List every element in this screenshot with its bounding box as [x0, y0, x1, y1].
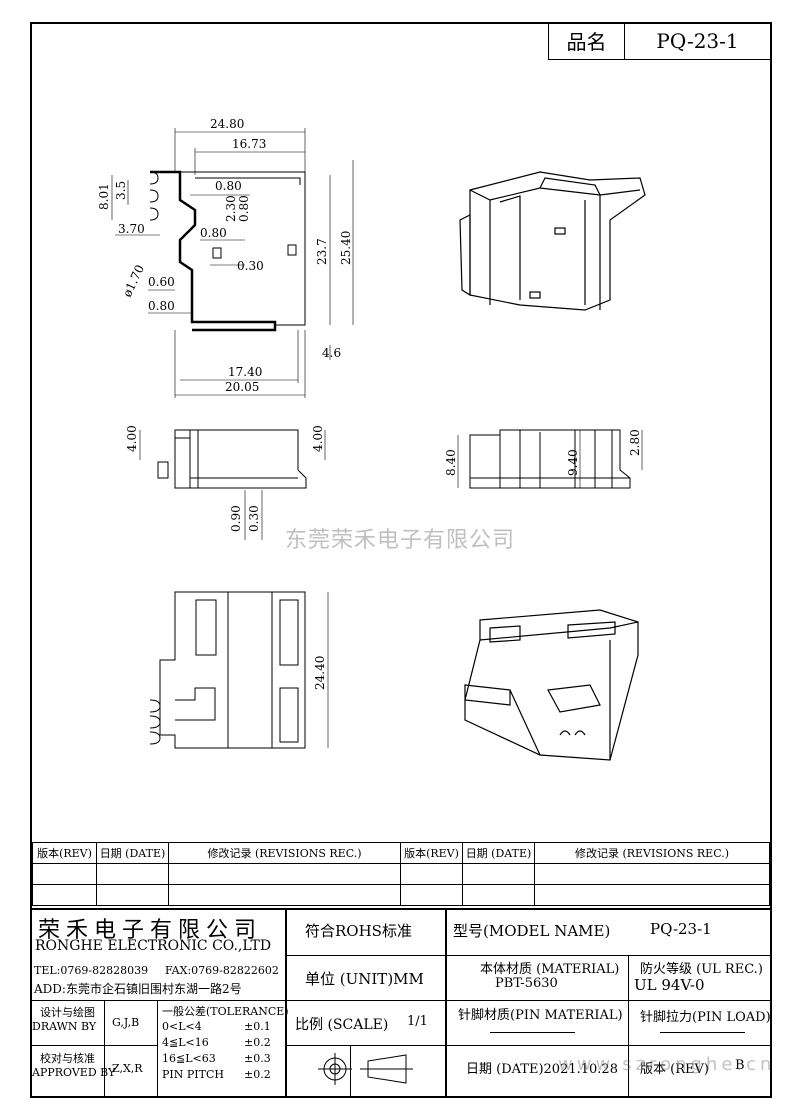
drawn-by-label: DRAWN BY — [32, 1020, 97, 1033]
checker-label: 校对与核准 — [40, 1052, 95, 1065]
dim-23-7: 23.7 — [315, 238, 329, 265]
pin-material-label: 针脚材质(PIN MATERIAL) — [458, 1008, 623, 1023]
date-header-2: 日期 (DATE) — [462, 842, 535, 864]
material-value: PBT-5630 — [495, 976, 558, 991]
date-header-1: 日期 (DATE) — [96, 842, 169, 864]
dim-2-30: 2.30 — [224, 195, 238, 222]
material-label: 本体材质 (MATERIAL) — [480, 962, 620, 977]
scale-value: 1/1 — [407, 1014, 428, 1029]
dim-3-70: 3.70 — [118, 222, 145, 236]
ul-label: 防火等级 (UL REC.) — [640, 962, 763, 977]
tolerance-value-3: ±0.2 — [244, 1068, 271, 1081]
dim-4-6: 4.6 — [322, 346, 341, 360]
tolerance-range-2: 16≦L<63 — [162, 1052, 216, 1065]
rev-label: 版本 (REV) — [640, 1062, 709, 1077]
tolerance-title: 一般公差(TOLERANCE) — [162, 1005, 289, 1018]
side-view-right — [457, 429, 643, 489]
tolerance-value-0: ±0.1 — [244, 1020, 271, 1033]
date-label: 日期 (DATE)2021.10.28 — [466, 1062, 618, 1077]
company-address: ADD:东莞市企石镇旧围村东湖一路2号 — [34, 982, 242, 996]
ul-value: UL 94V-0 — [634, 976, 705, 994]
dim-2-80: 2.80 — [628, 429, 642, 456]
front-view — [149, 591, 329, 749]
tolerance-value-1: ±0.2 — [244, 1036, 271, 1049]
tolerance-value-2: ±0.3 — [244, 1052, 271, 1065]
iso-view-top — [459, 171, 646, 311]
dim-17-40: 17.40 — [228, 365, 262, 379]
dim-0-60: 0.60 — [148, 275, 175, 289]
dim-3-5: 3.5 — [114, 181, 128, 200]
scale-label: 比例 (SCALE) — [295, 1017, 389, 1033]
company-watermark: 东莞荣禾电子有限公司 — [284, 528, 515, 553]
company-fax: FAX:0769-82822602 — [165, 964, 279, 977]
dim-24-40: 24.40 — [313, 656, 327, 690]
rev-value: B — [735, 1058, 745, 1073]
revisions-table: 版本(REV) 日期 (DATE) 修改记录 (REVISIONS REC.) … — [32, 842, 770, 906]
dim-16-73: 16.73 — [232, 137, 266, 151]
pin-load-label: 针脚拉力(PIN LOAD) — [640, 1010, 771, 1025]
dim-24-80: 24.80 — [210, 117, 244, 131]
projection-symbol — [318, 1053, 413, 1085]
dim-0-30-side: 0.30 — [247, 505, 261, 532]
unit-label: 单位 (UNIT)MM — [305, 970, 424, 988]
dim-0-80-b: 0.80 — [237, 195, 251, 222]
side-view-left — [139, 429, 326, 540]
dim-dia-1-70: ø1.70 — [120, 263, 147, 300]
top-view — [111, 128, 354, 398]
dim-8-01: 8.01 — [97, 183, 111, 210]
drawing-frame — [30, 22, 772, 1098]
company-name-cn: 荣禾电子有限公司 — [38, 918, 263, 943]
rev-header-2: 版本(REV) — [400, 842, 463, 864]
drawn-by-value: G,J,B — [112, 1016, 140, 1029]
tolerance-range-3: PIN PITCH — [162, 1068, 224, 1081]
dim-8-40: 8.40 — [444, 449, 458, 476]
dim-20-05: 20.05 — [225, 380, 259, 394]
company-name-en: RONGHE ELECTRONIC CO.,LTD — [35, 938, 272, 954]
model-label: 型号(MODEL NAME) — [453, 922, 611, 940]
dim-0-80-a: 0.80 — [215, 179, 242, 193]
approved-by-label: APPROVED BY — [32, 1066, 116, 1079]
dim-25-40: 25.40 — [339, 231, 353, 265]
dim-4-00-left: 4.00 — [125, 425, 139, 452]
product-name-value: PQ-23-1 — [624, 22, 772, 60]
tolerance-range-0: 0<L<4 — [162, 1020, 202, 1033]
rec-header-1: 修改记录 (REVISIONS REC.) — [168, 842, 401, 864]
rec-header-2: 修改记录 (REVISIONS REC.) — [534, 842, 770, 864]
dim-0-90: 0.90 — [229, 505, 243, 532]
product-name-label: 品名 — [548, 22, 624, 60]
rev-header-1: 版本(REV) — [32, 842, 97, 864]
tolerance-range-1: 4≦L<16 — [162, 1036, 209, 1049]
dim-4-00-right: 4.00 — [311, 425, 325, 452]
dim-0-30: 0.30 — [237, 259, 264, 273]
dim-0-80-d: 0.80 — [148, 299, 175, 313]
iso-view-bottom — [464, 609, 639, 761]
site-watermark: www.szronghe.cn — [558, 1054, 776, 1075]
model-value: PQ-23-1 — [650, 920, 712, 938]
rohs-label: 符合ROHS标准 — [305, 922, 412, 940]
company-tel: TEL:0769-82828039 — [34, 964, 149, 977]
drawing-views: 24.80 16.73 8.01 3.5 0.80 2.30 0.80 3.70… — [97, 117, 646, 761]
dim-0-80-c: 0.80 — [200, 226, 227, 240]
approved-by-value: Z,X,R — [112, 1062, 143, 1075]
designer-label: 设计与绘图 — [40, 1006, 95, 1019]
dim-9-40: 9.40 — [566, 449, 580, 476]
